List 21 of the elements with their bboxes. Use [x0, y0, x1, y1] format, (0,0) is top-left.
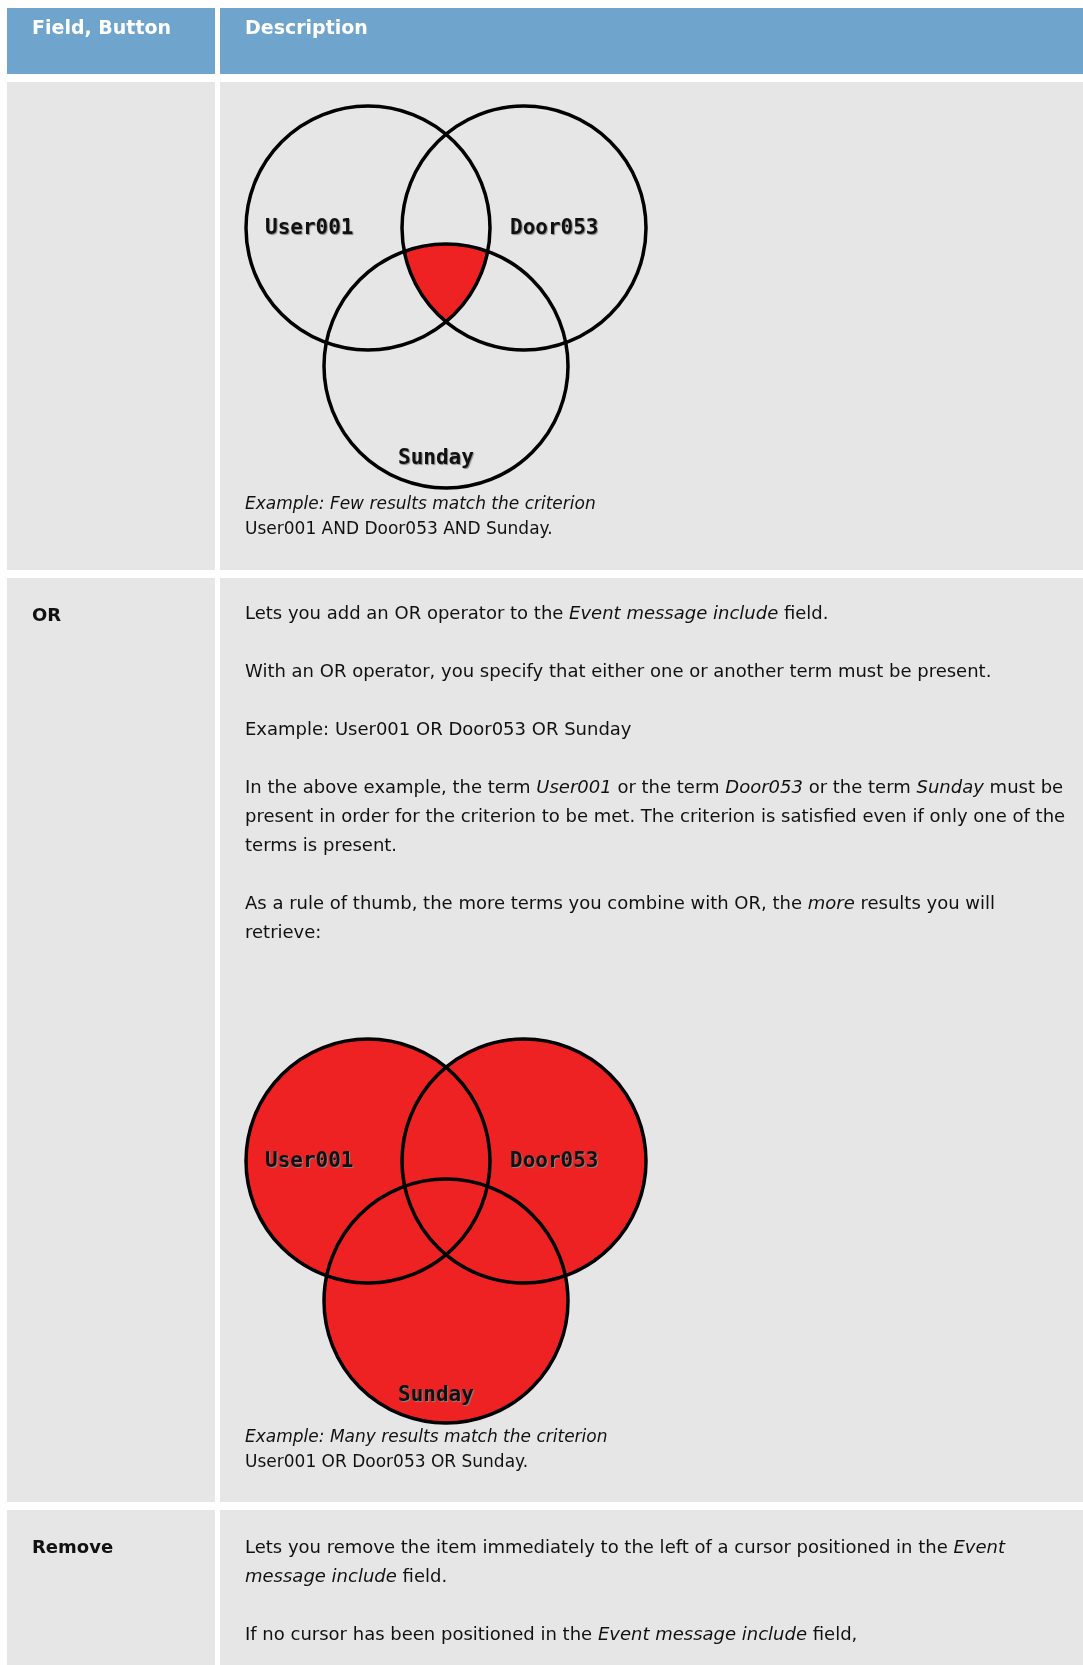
- description-paragraph: As a rule of thumb, the more terms you combine with OR, the more results you will retrieve:: [245, 891, 997, 944]
- set-label: Door053: [510, 1147, 599, 1173]
- set-label: Sunday: [398, 444, 474, 470]
- description-paragraph: In the above example, the term User001 or the term Door053 or the term Sunday must be present in order for the criterion to be met. The criterion is satisfied even if only one of the terms is present.: [245, 775, 1067, 857]
- description-paragraph: Lets you remove the item immediately to the left of a cursor positioned in the Event message include field.: [245, 1535, 1007, 1588]
- set-label: Door053: [510, 214, 599, 240]
- example-caption: Example: Few results match the criterion: [245, 492, 597, 515]
- field-name: OR: [32, 603, 63, 627]
- description-paragraph: Lets you add an OR operator to the Event message include field.: [245, 601, 830, 625]
- column-header: Description: [245, 15, 369, 40]
- set-label: User001: [265, 1147, 354, 1173]
- description-paragraph: If no cursor has been positioned in the Event message include field,: [245, 1622, 859, 1646]
- set-label: Sunday: [398, 1381, 474, 1407]
- description-paragraph: Example: User001 OR Door053 OR Sunday: [245, 717, 633, 741]
- description-paragraph: With an OR operator, you specify that either one or another term must be present.: [245, 659, 993, 683]
- set-label: User001: [265, 214, 354, 240]
- field-name: Remove: [32, 1535, 115, 1559]
- example-criterion: User001 OR Door053 OR Sunday.: [245, 1450, 530, 1473]
- example-criterion: User001 AND Door053 AND Sunday.: [245, 517, 554, 540]
- column-header: Field, Button: [32, 15, 173, 40]
- example-caption: Example: Many results match the criterion: [245, 1425, 609, 1448]
